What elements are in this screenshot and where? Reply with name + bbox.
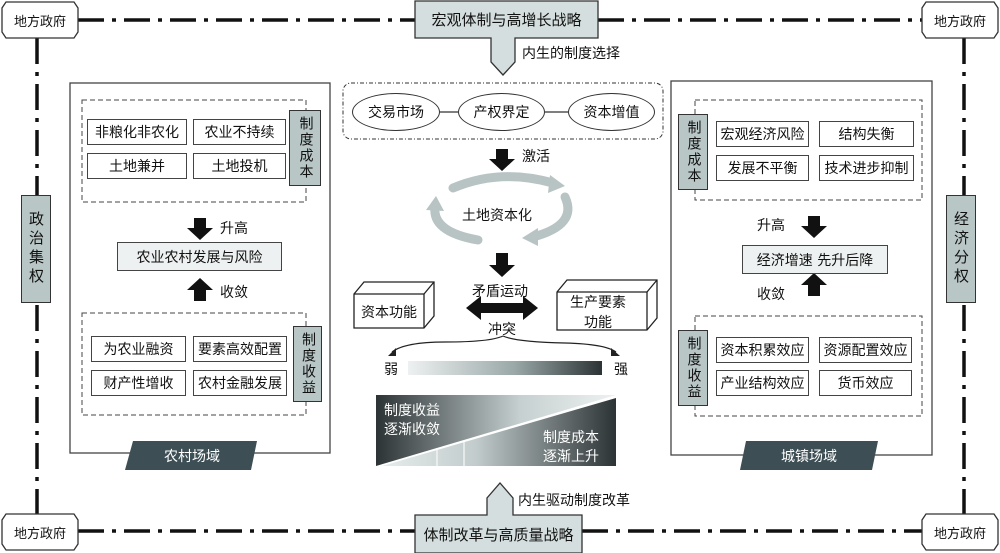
- corner-box-bottom-right: [921, 513, 999, 551]
- institutional-choice-group: [342, 82, 664, 140]
- rural-cost-tag: 制度成本: [289, 110, 321, 186]
- benefit-converge-triangle: [376, 395, 616, 466]
- urban-cost-item: 发展不平衡: [716, 155, 809, 181]
- top-strategy-label: 宏观体制与高增长战略: [431, 11, 582, 29]
- cycle-arc-left: [430, 202, 483, 245]
- local-government-bottom-right: 地方政府: [933, 526, 986, 542]
- weak-curve-arrow: [391, 335, 504, 353]
- activate-label: 激活: [522, 149, 550, 165]
- urban-benefit-tag: 制度收益: [678, 330, 708, 406]
- endogenous-reform-label: 内生驱动制度改革: [518, 493, 630, 509]
- local-government-top-right: 地方政府: [933, 14, 986, 30]
- rural-rise-label: 升高: [220, 221, 248, 237]
- strong-label: 强: [614, 362, 628, 378]
- rural-cost-item: 土地投机: [193, 153, 286, 179]
- benefit-converge-line1: 制度收益: [384, 403, 440, 419]
- contradiction-label: 矛盾运动: [472, 284, 528, 300]
- rural-converge-arrow: [187, 278, 213, 301]
- corner-box-top-right: [921, 1, 999, 39]
- top-strategy-callout: [414, 0, 599, 76]
- urban-cost-group: [694, 99, 923, 201]
- cost-rise-line1: 制度成本: [543, 430, 599, 446]
- rural-cost-item: 土地兼并: [87, 153, 187, 179]
- rural-converge-label: 收敛: [220, 285, 248, 301]
- urban-rise-label: 升高: [757, 218, 785, 234]
- cycle-arrowhead: [426, 196, 444, 211]
- urban-cost-tag: 制度成本: [678, 114, 708, 190]
- intensity-gradient-bar: [408, 361, 602, 375]
- local-government-bottom-left: 地方政府: [13, 526, 66, 542]
- endogenous-choice-label: 内生的制度选择: [522, 46, 620, 62]
- box-edge: [646, 279, 658, 293]
- cost-rise-triangle: [382, 398, 616, 466]
- urban-converge-arrow: [801, 273, 827, 296]
- conflict-double-arrow: [466, 296, 538, 320]
- urban-benefit-item: 资本积累效应: [716, 337, 809, 363]
- ellipse-trading-market: 交易市场: [352, 93, 440, 131]
- ellipse-capital-appreciation: 资本增值: [568, 93, 655, 131]
- cost-rise-line2: 逐渐上升: [543, 449, 599, 465]
- urban-field-banner: 城镇场域: [781, 448, 837, 465]
- rural-cost-group: [81, 99, 307, 203]
- strong-curve-arrow: [502, 335, 617, 353]
- rural-benefit-item: 为农业融资: [91, 336, 186, 362]
- government-frame: [35, 18, 966, 533]
- capital-function-label: 资本功能: [361, 305, 417, 321]
- land-capitalization-label: 土地资本化: [462, 208, 532, 224]
- rural-benefit-item: 农村金融发展: [193, 370, 287, 396]
- urban-benefit-item: 货币效应: [819, 370, 912, 396]
- rural-benefit-item: 要素高效配置: [193, 336, 287, 362]
- rural-development-risk-box: 农业农村发展与风险: [117, 242, 282, 271]
- cycle-arc-right: [528, 192, 573, 242]
- rural-banner-shape: [125, 441, 257, 470]
- urban-benefit-item: 资源配置效应: [819, 337, 912, 363]
- economic-decentralization-tag: 经济分权: [946, 195, 976, 303]
- urban-benefit-group: [694, 315, 923, 417]
- urban-rise-arrow: [801, 216, 827, 238]
- urban-benefit-item: 产业结构效应: [716, 370, 809, 396]
- urban-growth-box: 经济增速 先升后降: [742, 245, 888, 274]
- bottom-strategy-callout: [414, 482, 583, 553]
- ellipse-property-rights: 产权界定: [458, 93, 545, 131]
- bottom-strategy-label: 体制改革与高质量战略: [423, 526, 574, 544]
- urban-cost-item: 技术进步抑制: [819, 155, 914, 181]
- local-government-top-left: 地方政府: [13, 14, 66, 30]
- political-centralization-tag: 政治集权: [21, 195, 51, 303]
- rural-cost-item: 非粮化非农化: [87, 119, 187, 145]
- cycle-arc-top: [448, 172, 558, 193]
- rural-benefit-tag: 制度收益: [293, 326, 322, 402]
- contradiction-down-arrow: [489, 253, 515, 277]
- rural-rise-arrow: [187, 218, 213, 240]
- weak-label: 弱: [384, 362, 398, 378]
- production-factor-label-line2: 功能: [584, 315, 612, 331]
- rural-cost-item: 农业不持续: [193, 119, 286, 145]
- urban-cost-item: 结构失衡: [819, 121, 914, 147]
- urban-converge-label: 收敛: [757, 287, 785, 303]
- corner-box-top-left: [1, 1, 79, 39]
- urban-banner-shape: [740, 441, 878, 470]
- weak-arrowhead: [388, 348, 396, 356]
- rural-field-banner: 农村场域: [164, 448, 220, 465]
- urban-cost-item: 宏观经济风险: [716, 121, 809, 147]
- activate-arrow: [489, 149, 515, 171]
- production-factor-label-line1: 生产要素: [570, 295, 626, 311]
- rural-benefit-item: 财产性增收: [91, 370, 186, 396]
- strong-arrowhead: [611, 348, 620, 356]
- corner-box-bottom-left: [1, 513, 79, 551]
- conflict-label: 冲突: [488, 322, 516, 338]
- cycle-arrowhead: [522, 228, 538, 246]
- benefit-converge-line2: 逐渐收敛: [384, 422, 440, 438]
- cycle-arrowhead: [548, 175, 565, 193]
- rural-benefit-group: [81, 312, 307, 416]
- capitalization-cycle: [430, 172, 573, 245]
- box-edge: [423, 281, 435, 295]
